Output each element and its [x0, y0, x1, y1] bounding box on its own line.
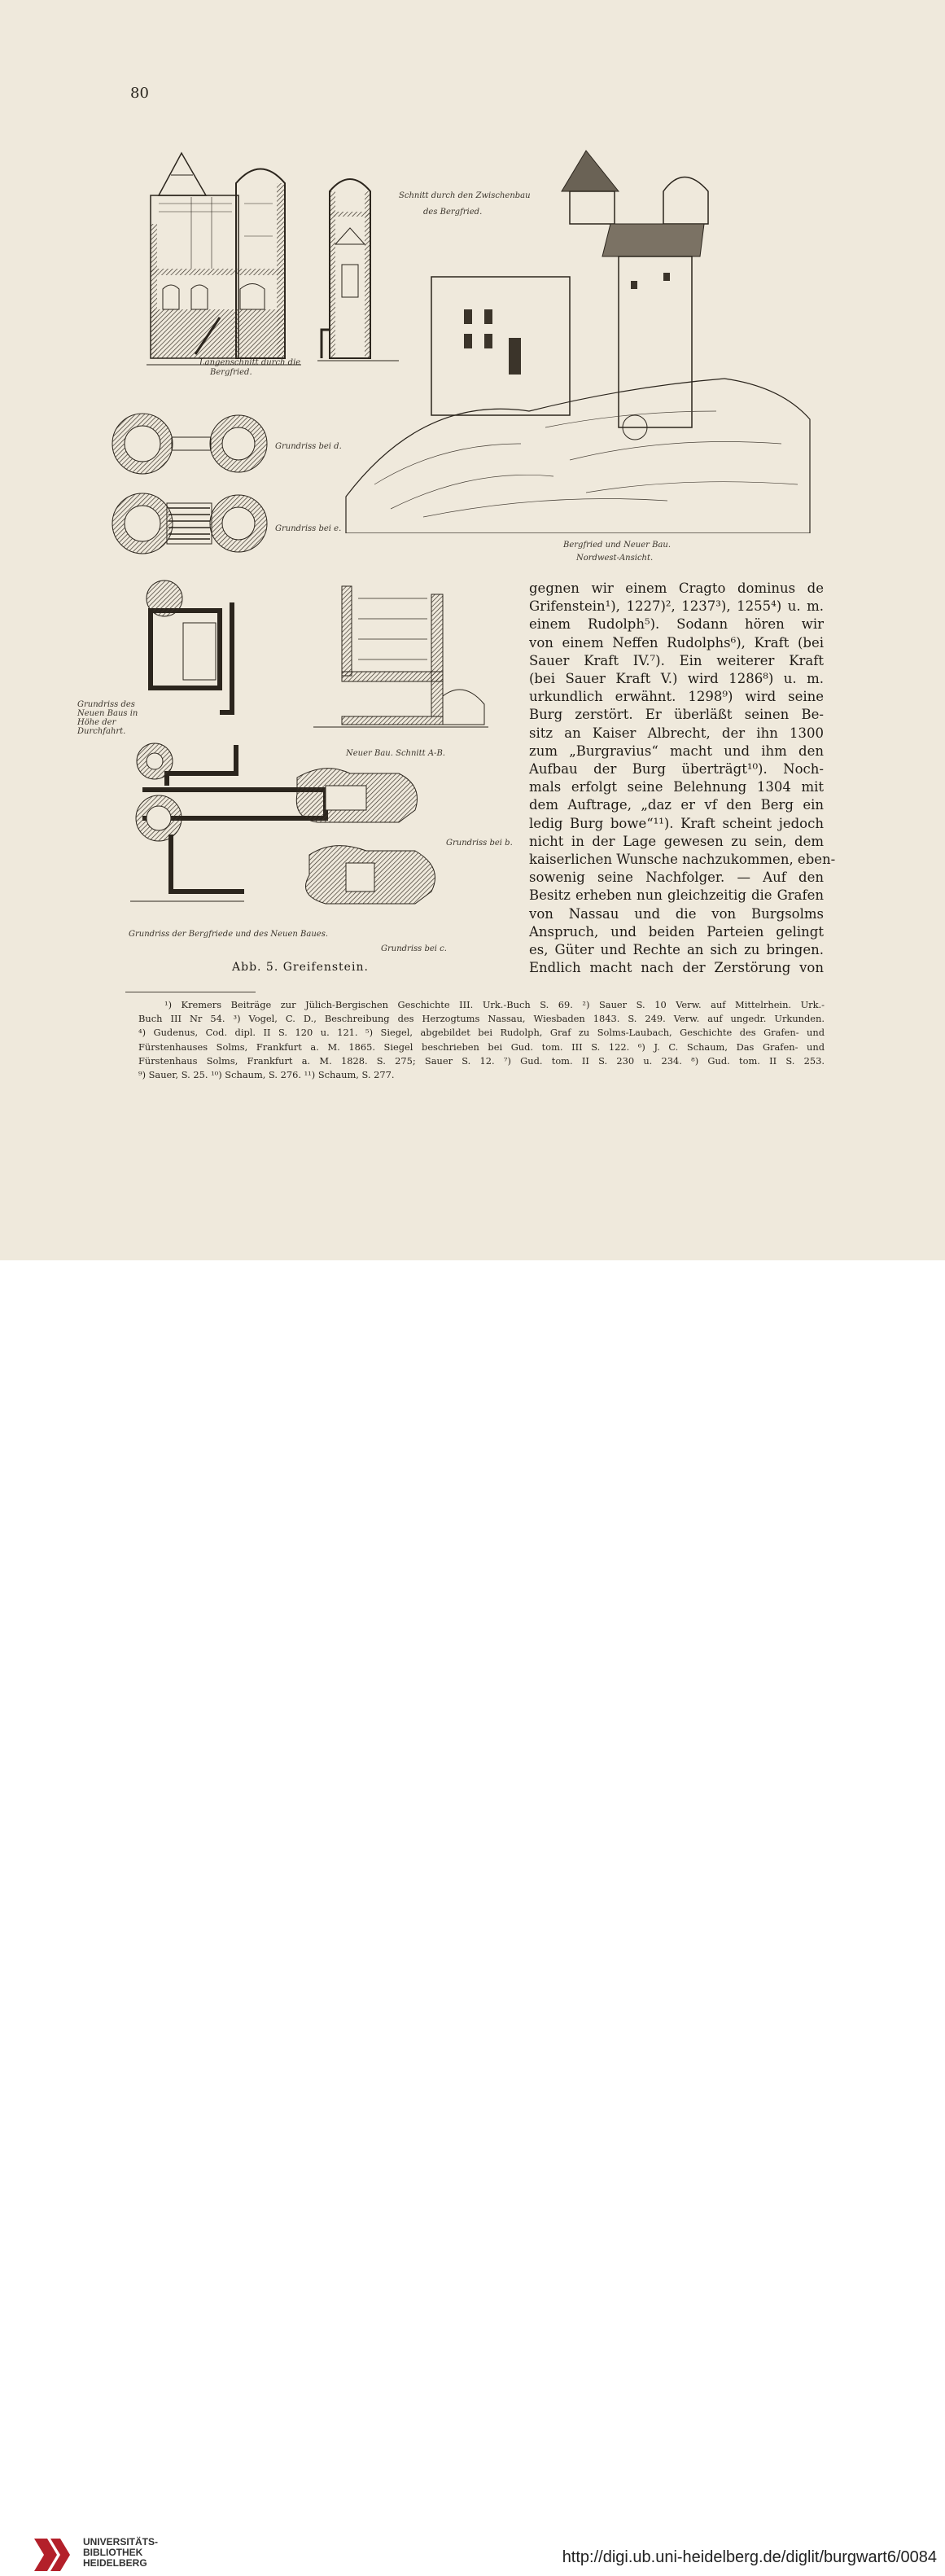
- body-line: urkundlich erwähnt. 1298⁹) wird seine: [529, 689, 824, 705]
- label-bergfried-neuer-bau: Bergfried und Neuer Bau.: [563, 541, 672, 550]
- footnote-line: ⁹) Sauer, S. 25. ¹⁰) Schaum, S. 276. ¹¹)…: [138, 1069, 395, 1081]
- body-line: sowenig seine Nachfolger. — Auf den: [529, 870, 824, 886]
- site-plan-drawing: [130, 580, 435, 905]
- label-grundriss-c: Grundriss bei c.: [381, 944, 447, 953]
- body-line: sitz an Kaiser Albrecht, der ihn 1300: [529, 725, 824, 741]
- label-grundriss-d: Grundriss bei d.: [275, 442, 342, 451]
- body-line: von einem Neffen Rudolphs⁶), Kraft (bei: [529, 634, 824, 651]
- label-grundriss-neuer-bau: Grundriss des Neuen Baus in Höhe der Dur…: [77, 700, 138, 736]
- section-drawing-zwischenbau: [317, 178, 399, 361]
- body-text: gegnen wir einem Cragto dominus de Grifen…: [529, 580, 836, 977]
- body-line: Grifenstein¹), 1227)², 1237³), 1255⁴) u.…: [529, 598, 824, 615]
- body-line: nicht in der Lage gewesen zu sein, dem: [529, 833, 824, 849]
- body-line: dem Auftrage, „daz er vf den Berg ein: [529, 797, 824, 813]
- label-nordwest-ansicht: Nordwest-Ansicht.: [576, 554, 654, 563]
- body-line: zum „Burgravius“ macht und ihm den: [529, 743, 824, 759]
- section-drawing-neuer-bau: [313, 585, 488, 728]
- library-line-2: BIBLIOTHEK: [83, 2547, 143, 2558]
- body-line: (bei Sauer Kraft V.) wird 1286⁸) u. m.: [529, 671, 824, 687]
- university-library-logo-icon: [34, 2539, 70, 2571]
- label-grundriss-bergfried-neuer-bau: Grundriss der Bergfriede und des Neuen B…: [129, 930, 329, 939]
- footnote-line: ⁴) Gudenus, Cod. dipl. II S. 120 u. 121.…: [138, 1027, 825, 1039]
- plan-drawing-d: [112, 413, 268, 475]
- figure-caption: Abb. 5. Greifenstein.: [232, 961, 369, 974]
- body-line: Endlich macht nach der Zerstörung von: [529, 960, 824, 976]
- plan-drawing-e: [112, 493, 268, 554]
- body-line: ledig Burg bowe“¹¹). Kraft scheint jedoc…: [529, 815, 824, 831]
- body-line: einem Rudolph⁵). Sodann hören wir: [529, 616, 824, 633]
- label-grundriss-e: Grundriss bei e.: [275, 524, 342, 533]
- body-line: Besitz erheben nun gleichzeitig die Graf…: [529, 887, 824, 904]
- footnote-line: Fürstenhaus Solms, Frankfurt a. M. 1828.…: [138, 1054, 825, 1067]
- body-line: mals erfolgt seine Belehnung 1304 mit: [529, 779, 824, 795]
- library-name: UNIVERSITÄTS- BIBLIOTHEK HEIDELBERG: [83, 2537, 158, 2569]
- body-line: Aufbau der Burg überträgt¹⁰). Noch-: [529, 761, 824, 778]
- body-line: gegnen wir einem Cragto dominus de: [529, 580, 824, 596]
- body-line: kaiserlichen Wunsche nachzukommen, eben-: [529, 852, 836, 868]
- view-drawing-nordwest: [345, 150, 811, 533]
- library-line-1: UNIVERSITÄTS-: [83, 2536, 159, 2548]
- permalink-url[interactable]: http://digi.ub.uni-heidelberg.de/diglit/…: [562, 2548, 937, 2566]
- label-bergfried-a: Bergfried.: [210, 368, 252, 377]
- body-line: Burg zerstört. Er überläßt seinen Be-: [529, 707, 824, 723]
- label-langenschnitt: Langenschnitt durch die: [199, 358, 301, 367]
- footer-bar: UNIVERSITÄTS- BIBLIOTHEK HEIDELBERG http…: [0, 1260, 945, 2571]
- library-line-3: HEIDELBERG: [83, 2557, 147, 2569]
- label-der-bergfried: des Bergfried.: [423, 208, 483, 217]
- label-grundriss-b: Grundriss bei b.: [446, 839, 513, 848]
- label-neuer-bau-schnitt: Neuer Bau. Schnitt A-B.: [346, 749, 445, 758]
- body-line: Sauer Kraft IV.⁷). Ein weiterer Kraft: [529, 652, 824, 668]
- label-schnitt-zwischenbau: Schnitt durch den Zwischenbau: [399, 191, 531, 200]
- grundriss-neuer-bau-text: Grundriss des Neuen Baus in Höhe der Dur…: [77, 700, 138, 736]
- body-line: von Nassau und die von Burgsolms: [529, 905, 824, 922]
- body-line: es, Güter und Rechte an sich zu bringen.: [529, 942, 824, 958]
- footnotes: ¹) Kremers Beiträge zur Jülich-Bergische…: [138, 998, 825, 1082]
- page-number: 80: [130, 85, 149, 102]
- footnote-line: Buch III Nr 54. ³) Vogel, C. D., Beschre…: [138, 1013, 825, 1025]
- footnote-line: ¹) Kremers Beiträge zur Jülich-Bergische…: [164, 999, 825, 1010]
- footnote-line: Fürstenhauses Solms, Frankfurt a. M. 186…: [138, 1040, 825, 1053]
- body-line: Anspruch, und beiden Parteien gelingt: [529, 923, 824, 940]
- section-drawing-bergfried: [147, 151, 301, 366]
- scanned-page: 80 Langenschnitt durch die Bergfried.: [0, 0, 945, 1260]
